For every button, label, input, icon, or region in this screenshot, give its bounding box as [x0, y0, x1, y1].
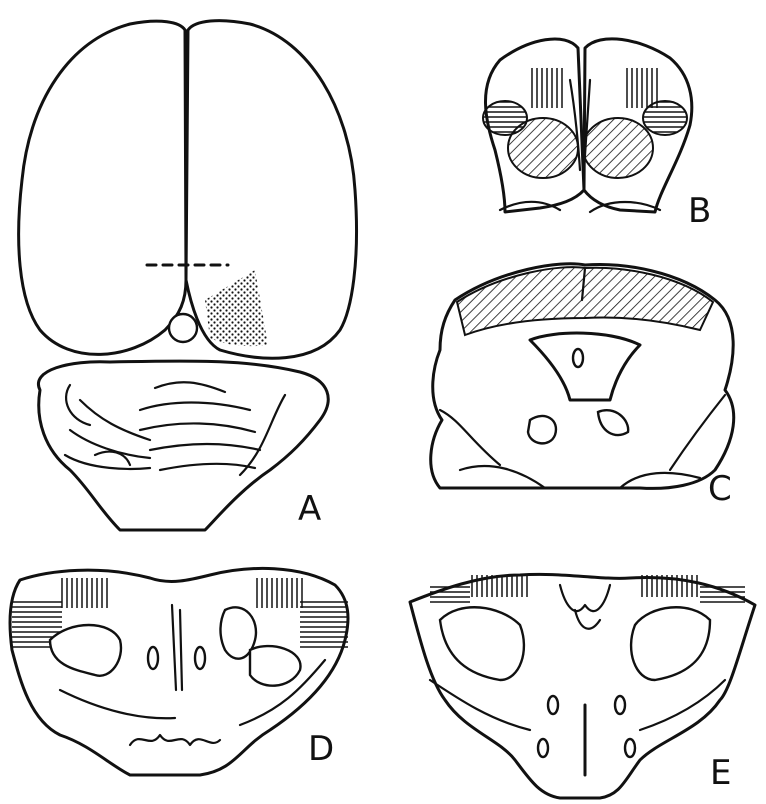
- panel-e: E: [410, 574, 755, 798]
- panel-c-label: C: [708, 469, 732, 509]
- panel-d: D: [10, 568, 348, 775]
- panel-c: C: [431, 264, 734, 509]
- panel-b: B: [483, 39, 711, 231]
- panel-a-label: A: [298, 489, 321, 529]
- panel-d-label: D: [308, 729, 334, 769]
- panel-e-label: E: [710, 753, 731, 793]
- panel-a: A: [19, 21, 357, 530]
- panel-b-label: B: [688, 191, 711, 231]
